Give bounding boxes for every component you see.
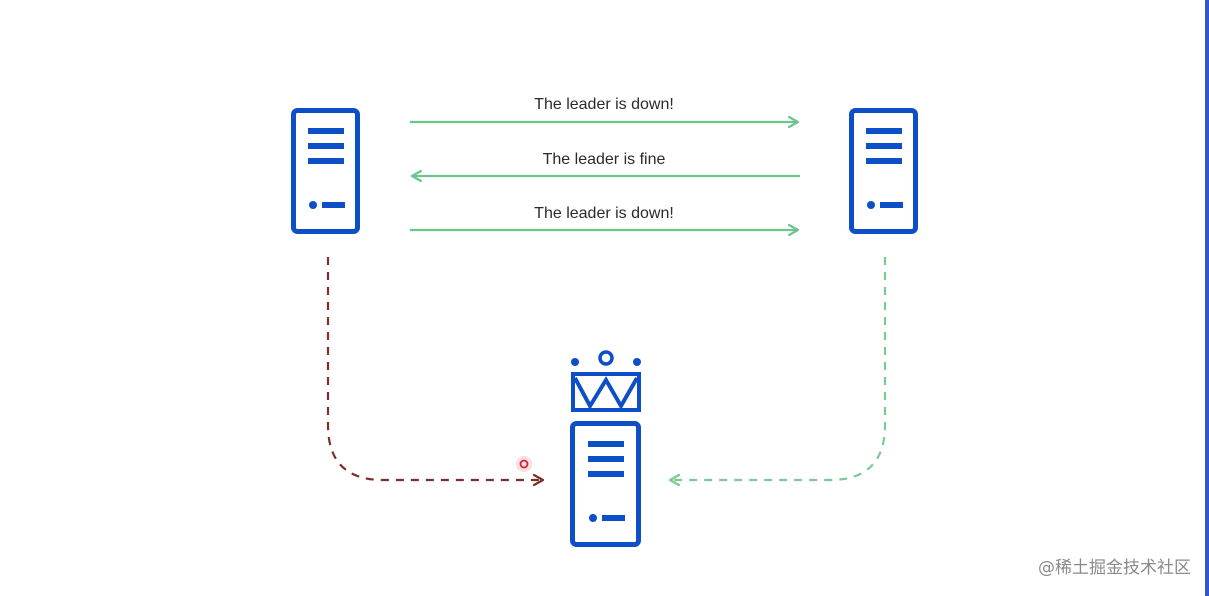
crown-icon: [571, 350, 641, 412]
message-label: The leader is fine: [542, 151, 666, 168]
right-vote-arrow: [670, 257, 887, 480]
left-vote-arrow: [326, 257, 543, 480]
server-icon: [849, 108, 918, 234]
server-icon: [291, 108, 360, 234]
watermark: @稀土掘金技术社区: [1038, 558, 1191, 578]
right-edge-bar: [1205, 0, 1209, 596]
cursor-icon: [516, 456, 532, 472]
message-label: The leader is down!: [534, 96, 674, 113]
server-icon: [570, 421, 641, 547]
message-label: The leader is down!: [534, 205, 674, 222]
